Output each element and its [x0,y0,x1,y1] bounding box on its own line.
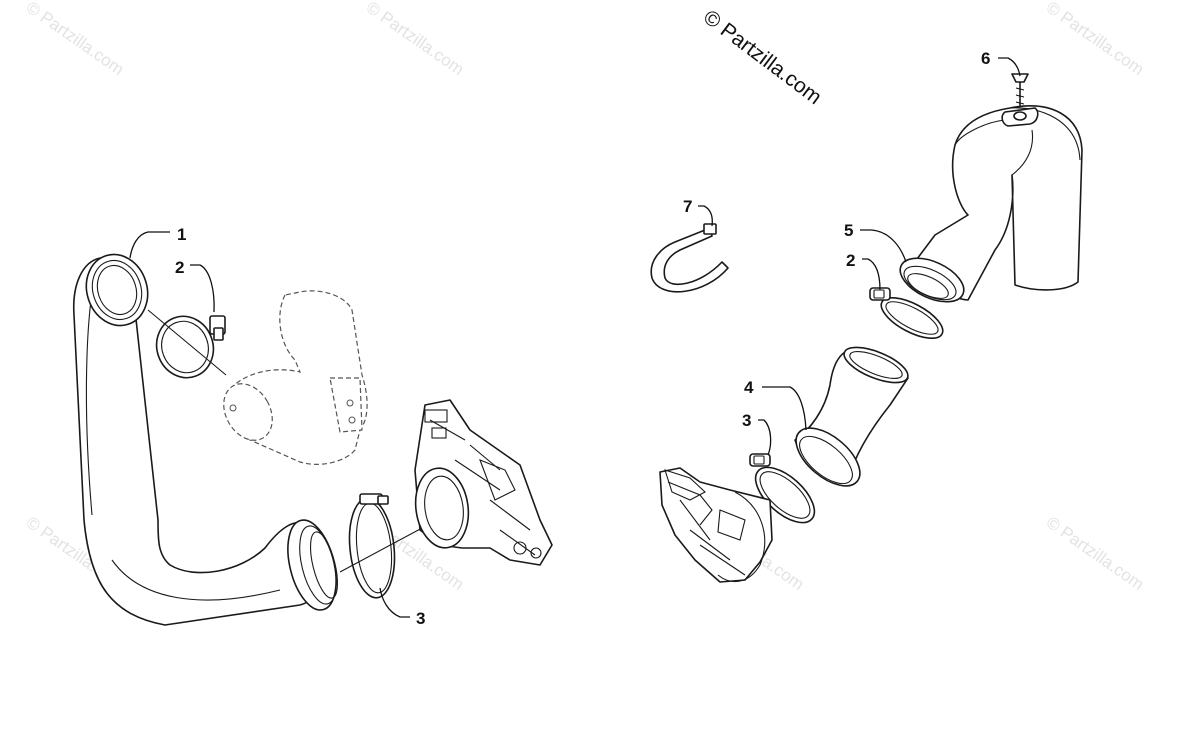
callout-6: 6 [981,49,990,68]
clamp-part-2-left [147,309,227,379]
callout-7: 7 [683,197,692,216]
reference-elbow-outline [223,290,368,465]
callout-1: 1 [177,225,186,244]
watermark: © Partzilla.com [1043,0,1148,79]
throttle-body-housing [414,399,553,566]
callout-2-right: 2 [846,251,855,270]
left-assembly [72,253,553,626]
callout-3-right: 3 [742,411,751,430]
callout-labels: 1 2 3 6 7 5 2 4 3 [175,49,990,628]
u-bend-duct [904,105,1083,301]
callout-2-left: 2 [175,258,184,277]
duct-cuff-part-5 [899,257,965,303]
callout-4: 4 [744,378,754,397]
leader-lines [129,57,1021,618]
clamp-part-3-left [339,493,453,599]
watermark: © Partzilla.com [23,0,128,79]
watermark: © Partzilla.com [1043,513,1148,594]
strap-part-7 [650,223,729,293]
duct-part-4 [794,346,909,487]
clamp-part-3-right [749,453,816,524]
clamp-part-2-right [869,287,944,339]
callout-3-left: 3 [416,609,425,628]
duct-hose-part-1 [72,253,339,626]
right-assembly [650,73,1083,583]
air-box-housing [659,467,773,583]
callout-5: 5 [844,221,853,240]
brand-label: © Partzilla.com [699,6,826,110]
watermark: © Partzilla.com [363,0,468,79]
watermarks: © Partzilla.com © Partzilla.com © Partzi… [23,0,1148,594]
